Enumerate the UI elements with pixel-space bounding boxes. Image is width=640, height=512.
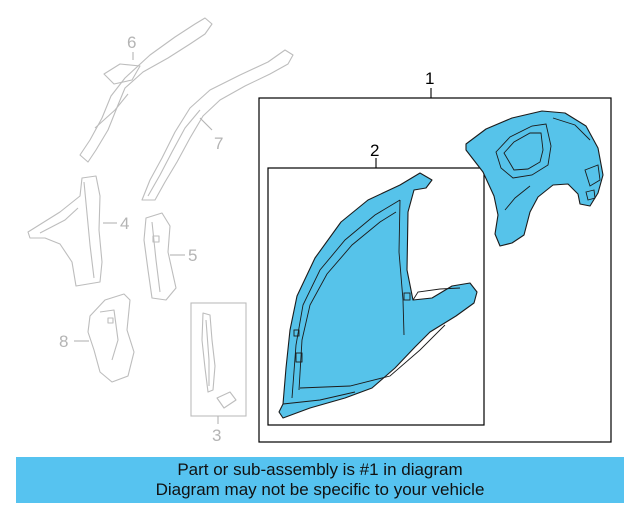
callout-7[interactable]: 7: [214, 134, 223, 153]
assembly-1-frame: [258, 97, 612, 443]
callout-8[interactable]: 8: [59, 332, 68, 351]
info-banner: Part or sub-assembly is #1 in diagram Di…: [16, 457, 624, 503]
callout-5[interactable]: 5: [188, 246, 197, 265]
parts-3-ghost: [201, 312, 237, 409]
roof-rail-ghost: [79, 17, 213, 163]
callout-3[interactable]: 3: [212, 426, 221, 445]
callout-1[interactable]: 1: [425, 69, 434, 88]
reinforcement-5-ghost: [143, 212, 177, 301]
quarter-panel[interactable]: [465, 110, 604, 247]
assembly-3-frame: [190, 302, 247, 417]
a-pillar-ghost: [141, 49, 294, 201]
banner-line-2: Diagram may not be specific to your vehi…: [155, 480, 485, 499]
callout-2[interactable]: 2: [370, 141, 379, 160]
bracket-4-ghost: [27, 175, 103, 287]
side-body-panel[interactable]: [278, 172, 478, 419]
callout-4[interactable]: 4: [120, 214, 129, 233]
callout-6[interactable]: 6: [127, 33, 136, 52]
banner-line-1: Part or sub-assembly is #1 in diagram: [177, 460, 463, 479]
bracket-8-ghost: [87, 293, 135, 383]
